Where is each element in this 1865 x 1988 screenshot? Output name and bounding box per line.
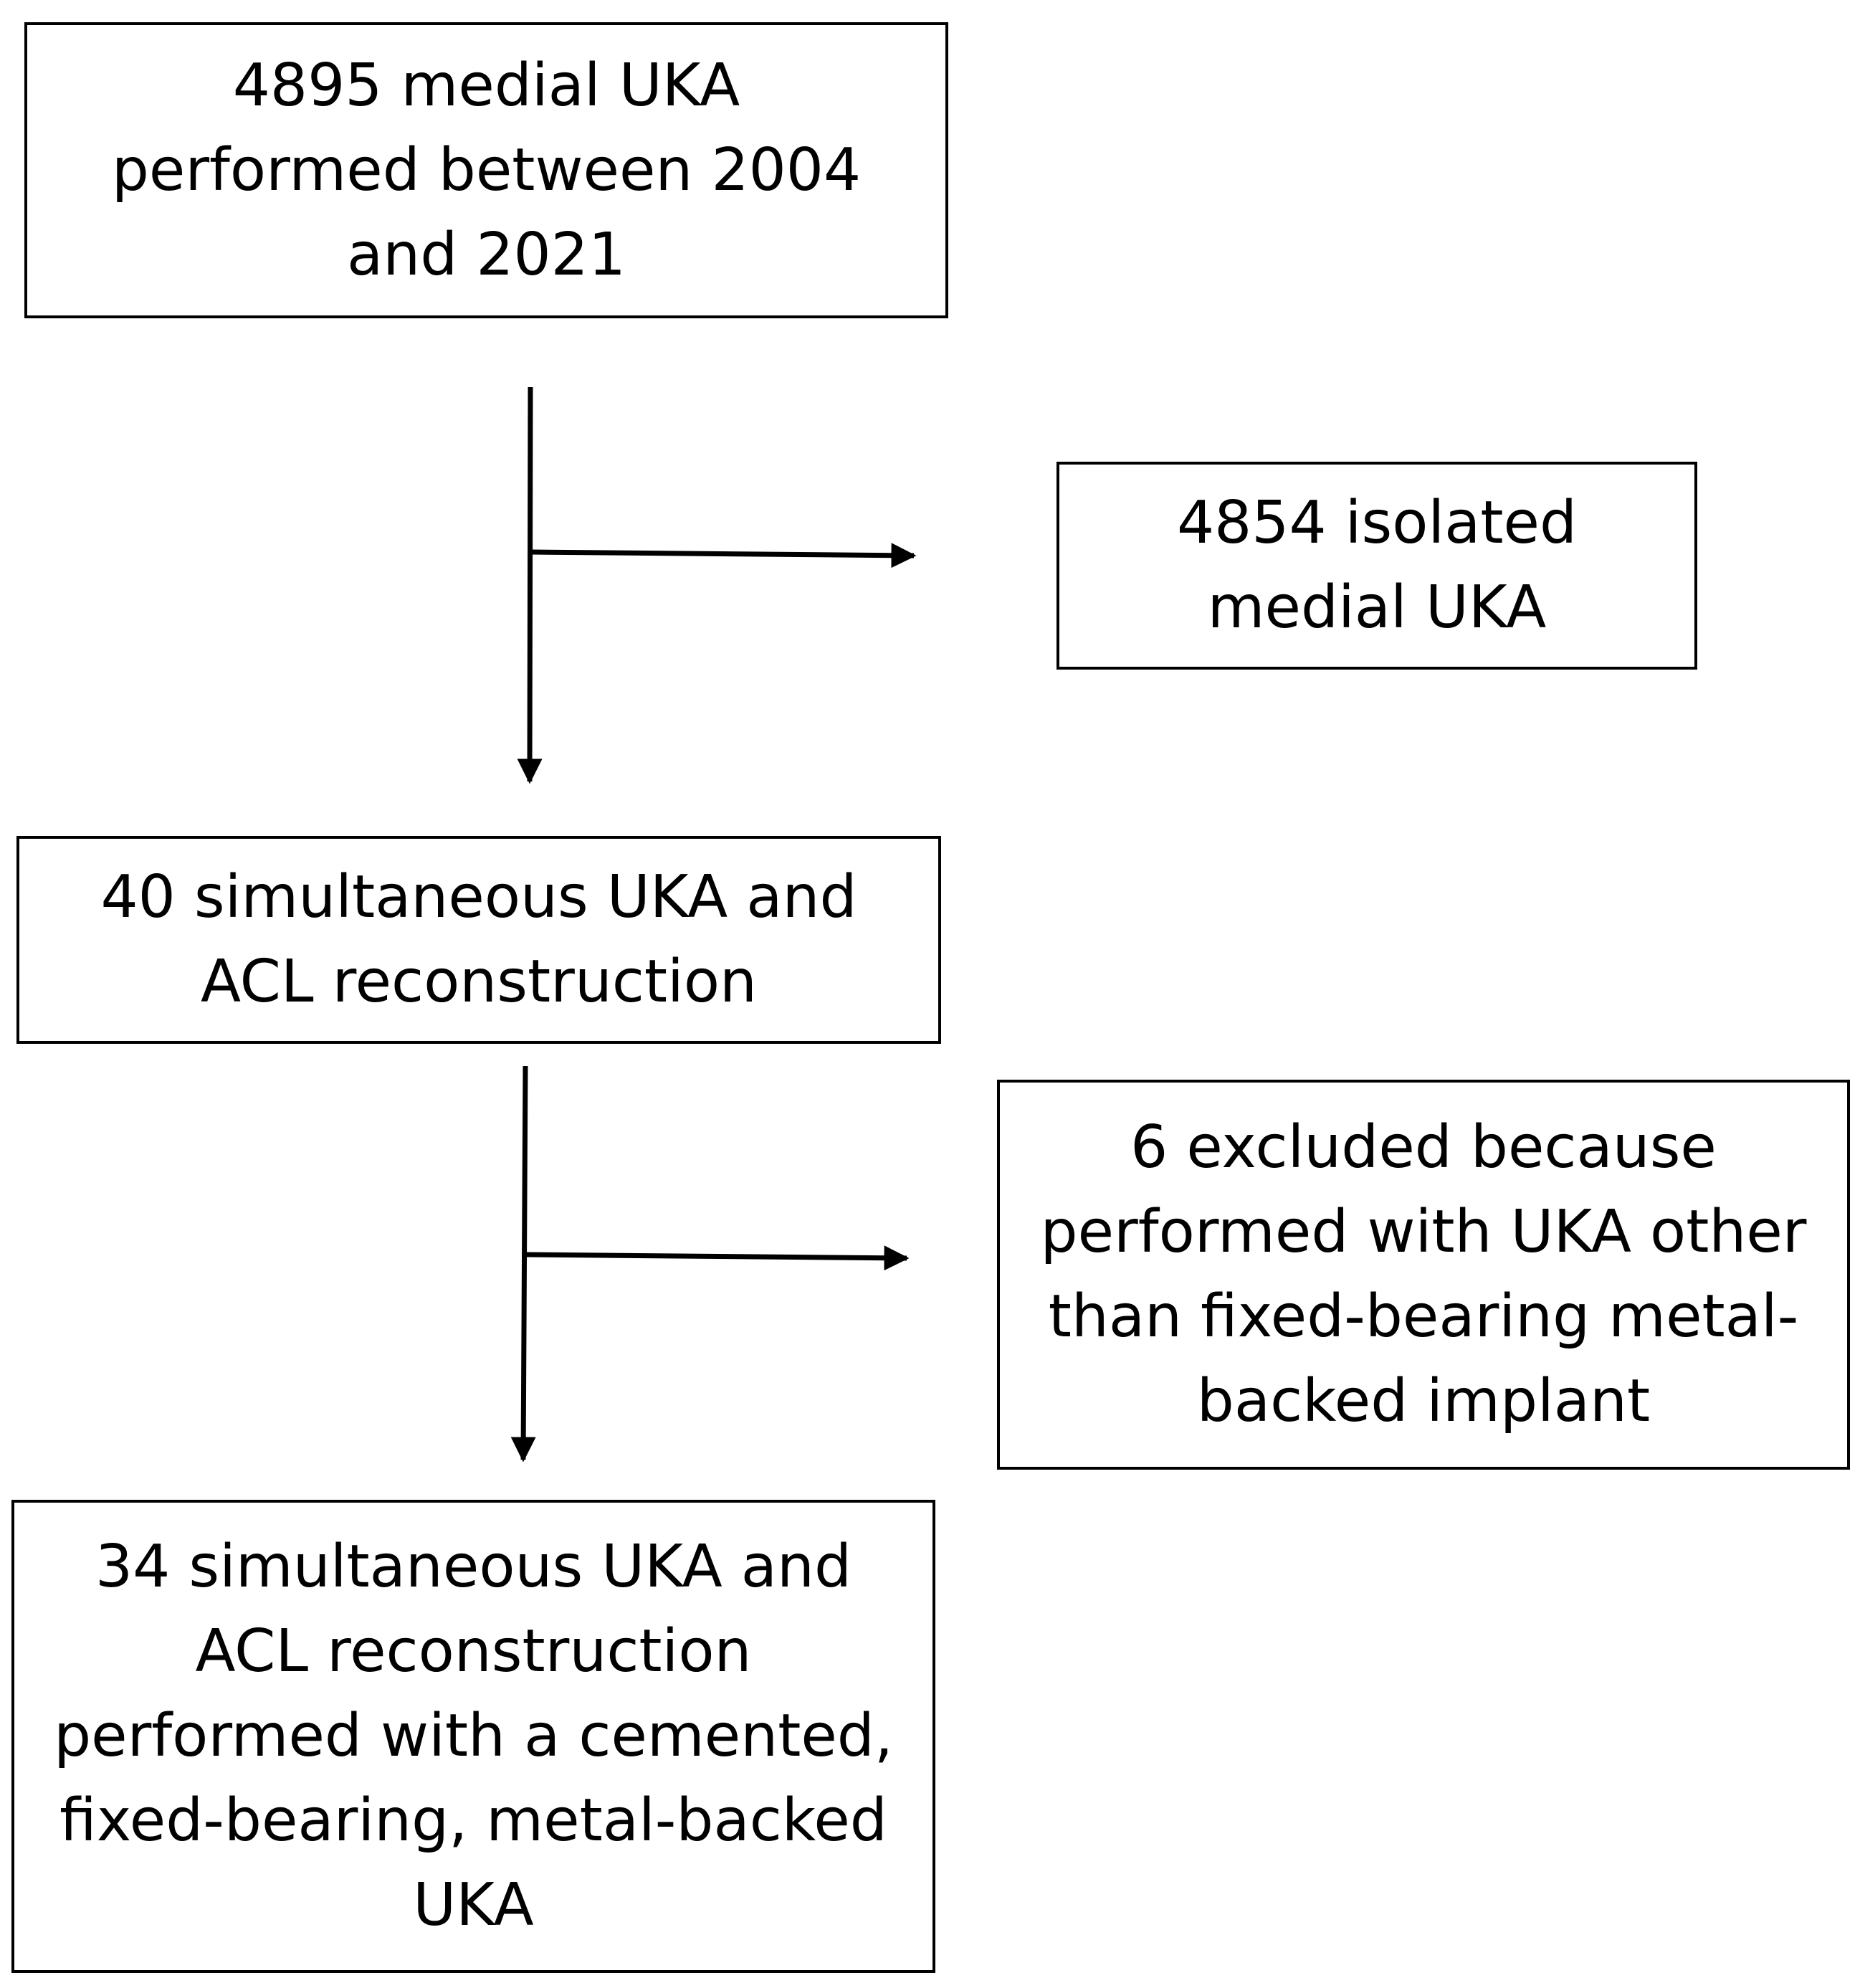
box-text-line: than fixed-bearing metal- — [1048, 1283, 1799, 1351]
box-isolated-medial-uka: 4854 isolated medial UKA — [1056, 462, 1697, 670]
box-text-line: and 2021 — [346, 220, 626, 289]
box-text-line: ACL reconstruction — [201, 948, 757, 1016]
arrow-to-excluded-1 — [530, 543, 917, 569]
arrow-to-excluded-2 — [525, 1245, 910, 1271]
box-text-line: 34 simultaneous UKA and — [95, 1533, 852, 1601]
box-total-medial-uka: 4895 medial UKA performed between 2004 a… — [24, 22, 948, 318]
box-text-line: fixed-bearing, metal-backed — [59, 1787, 887, 1855]
box-final-cohort: 34 simultaneous UKA and ACL reconstructi… — [11, 1500, 935, 1973]
box-text-line: performed with UKA other — [1040, 1198, 1807, 1266]
box-text-line: ACL reconstruction — [195, 1617, 752, 1685]
box-text-line: 4854 isolated — [1176, 489, 1578, 557]
box-text-line: medial UKA — [1207, 574, 1547, 642]
box-text-line: backed implant — [1196, 1367, 1651, 1435]
box-text-line: 4895 medial UKA — [232, 51, 740, 120]
box-simultaneous-uka-acl: 40 simultaneous UKA and ACL reconstructi… — [16, 836, 941, 1044]
box-text-line: 40 simultaneous UKA and — [100, 863, 857, 931]
arrow-step2-to-final — [510, 1065, 536, 1463]
box-text-line: performed between 2004 — [111, 135, 862, 204]
box-text-line: 6 excluded because — [1130, 1113, 1717, 1181]
box-excluded-other-uka: 6 excluded because performed with UKA ot… — [997, 1080, 1850, 1470]
box-text-line: performed with a cemented, — [54, 1702, 893, 1770]
box-text-line: UKA — [413, 1871, 534, 1939]
